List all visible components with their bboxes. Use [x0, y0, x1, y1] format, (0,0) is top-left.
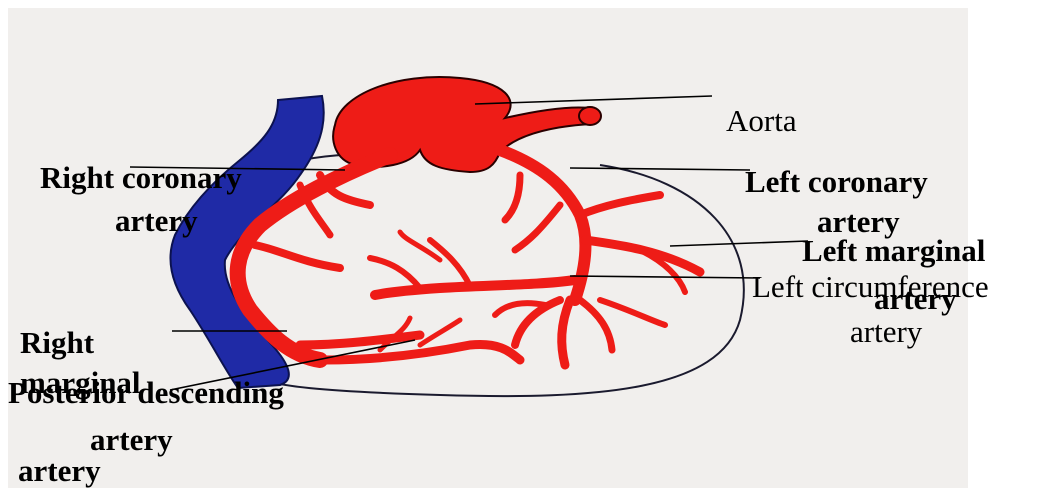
label-aorta: Aorta [726, 105, 797, 136]
left-circumference [375, 280, 575, 295]
lower-branch-3 [580, 300, 612, 350]
left-branch-b [515, 205, 560, 250]
label-posterior-descending-line1: Posterior descending [8, 377, 284, 408]
left-branch-a [505, 175, 520, 220]
leader-left-coronary [570, 168, 750, 170]
circ-branch-1 [430, 240, 470, 286]
leader-left-circumference [570, 276, 760, 278]
label-right-coronary-line1: Right coronary [40, 162, 242, 193]
label-posterior-descending-line2: artery [90, 424, 173, 455]
artery-network [238, 150, 700, 365]
label-left-marginal-line1: Left marginal [802, 235, 985, 266]
leader-left-marginal [670, 241, 808, 246]
right-marginal-branch [300, 335, 420, 345]
pd-branch-2 [420, 320, 460, 345]
label-left-coronary-line1: Left coronary [745, 166, 928, 197]
lower-branch-4 [600, 300, 665, 325]
aorta-end [579, 107, 601, 125]
label-left-circumference-line2: artery [850, 316, 922, 347]
label-right-marginal-line3: artery [18, 455, 101, 486]
lower-branch-1 [562, 300, 570, 365]
label-right-marginal-line1: Right [20, 327, 94, 358]
left-upper-branch [580, 195, 660, 215]
right-branch-3 [255, 245, 340, 268]
label-left-circumference-line1: Left circumference [752, 271, 989, 302]
circ-branch-2 [370, 258, 420, 288]
label-right-coronary-line2: artery [115, 205, 198, 236]
